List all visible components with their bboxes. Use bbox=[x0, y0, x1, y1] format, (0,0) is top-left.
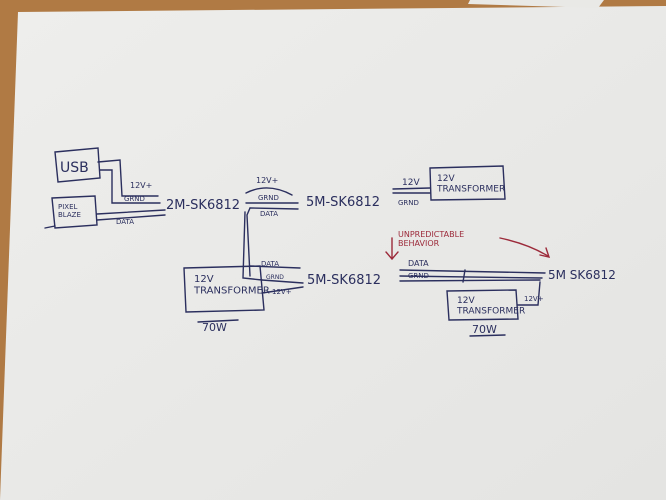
right-12v-wire bbox=[517, 281, 541, 306]
transformer-left-box bbox=[183, 265, 265, 313]
s2-data-down bbox=[246, 207, 251, 277]
pb-stub bbox=[44, 225, 56, 229]
usb-grnd-wire bbox=[99, 169, 161, 204]
strip-5m-right-label: 5M SK6812 bbox=[548, 268, 616, 282]
annotation-arrows bbox=[385, 237, 551, 261]
arrow-right-shaft bbox=[499, 237, 549, 257]
mid-grnd-wire bbox=[261, 279, 304, 284]
right-watt-underline bbox=[469, 334, 506, 337]
left-12v-wire bbox=[261, 286, 304, 294]
left-watt-underline bbox=[197, 319, 239, 323]
pb-data-wire-2 bbox=[96, 214, 166, 221]
mid-data-label: DATA bbox=[261, 260, 279, 268]
right-data-wire bbox=[399, 269, 546, 274]
arrow-right-head bbox=[539, 247, 551, 258]
pb-12v-label: 12V+ bbox=[130, 181, 152, 190]
s2-grnd-label: GRND bbox=[258, 194, 279, 202]
right-grnd-wire-1 bbox=[399, 275, 543, 279]
right-grnd-wire-2 bbox=[399, 279, 541, 282]
usb-12v-wire bbox=[97, 159, 159, 197]
left-12v-label: 12V+ bbox=[272, 288, 292, 296]
arrow-left-head bbox=[385, 251, 399, 261]
top-12v-label: 12V bbox=[402, 178, 420, 188]
pb-data-label: DATA bbox=[116, 218, 134, 226]
pixelblaze-box bbox=[51, 195, 98, 229]
pb-grnd-label: GRND bbox=[124, 195, 145, 203]
paper-sheet bbox=[0, 6, 666, 500]
paper-stack-corner bbox=[468, 0, 604, 8]
transformer-left-watt: 70W bbox=[202, 321, 227, 334]
right-grnd-label: GRND bbox=[408, 272, 429, 280]
s2-12v-label: 12V+ bbox=[256, 176, 278, 185]
pb-data-wire bbox=[96, 209, 166, 215]
usb-box bbox=[54, 147, 101, 183]
right-12v-label: 12V+ bbox=[524, 295, 544, 303]
right-data-label: DATA bbox=[408, 259, 429, 268]
top-grnd-label: GRND bbox=[398, 199, 419, 207]
transformer-right-box bbox=[446, 289, 519, 321]
top-12v-wire bbox=[392, 187, 431, 190]
transformer-top-box bbox=[429, 165, 506, 201]
strip-5m-top-label: 5M-SK6812 bbox=[306, 195, 380, 210]
strip-5m-mid-label: 5M-SK6812 bbox=[307, 273, 381, 288]
usb-label: USB bbox=[60, 160, 89, 176]
right-join-tick bbox=[462, 269, 466, 283]
s2-data-label: DATA bbox=[260, 210, 278, 218]
wires bbox=[44, 147, 546, 337]
strip-2m-label: 2M-SK6812 bbox=[166, 198, 240, 213]
s2-data-wire bbox=[249, 207, 299, 210]
mid-grnd-label: GRND bbox=[266, 274, 284, 281]
s2-grnd-down bbox=[242, 211, 263, 281]
transformer-right-watt: 70W bbox=[472, 323, 497, 336]
s2-12v-wire bbox=[245, 187, 293, 196]
